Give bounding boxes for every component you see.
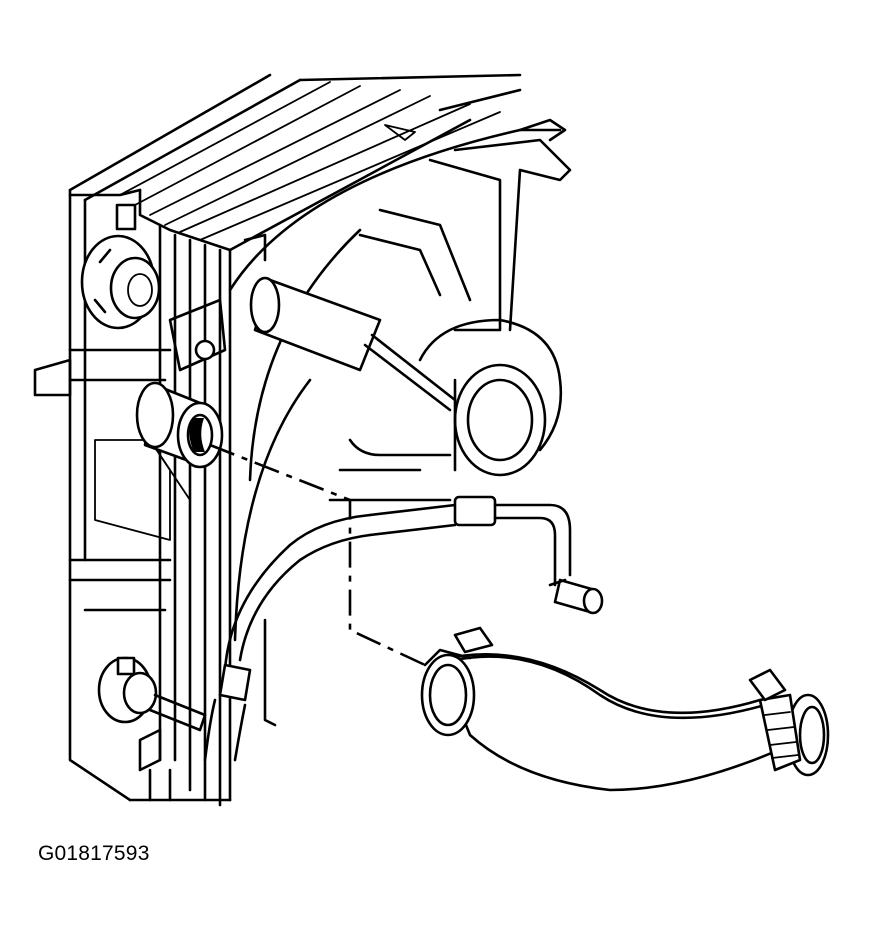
radiator-outlet-pipe <box>135 381 224 469</box>
fan-motor <box>418 318 563 477</box>
radiator-side-tank <box>33 188 232 807</box>
cooler-line <box>368 495 604 615</box>
drain-petcock <box>97 656 207 802</box>
figure-id-label: G01817593 <box>38 842 150 865</box>
upper-radiator-hose <box>420 626 830 792</box>
radiator-cap <box>80 203 161 330</box>
coolant-sensor <box>249 276 457 412</box>
mounting-bracket <box>168 298 227 372</box>
radiator-core <box>68 73 522 252</box>
fan-shroud <box>228 118 572 727</box>
lower-radiator-hose <box>203 513 372 762</box>
installation-dash-line <box>209 443 426 667</box>
